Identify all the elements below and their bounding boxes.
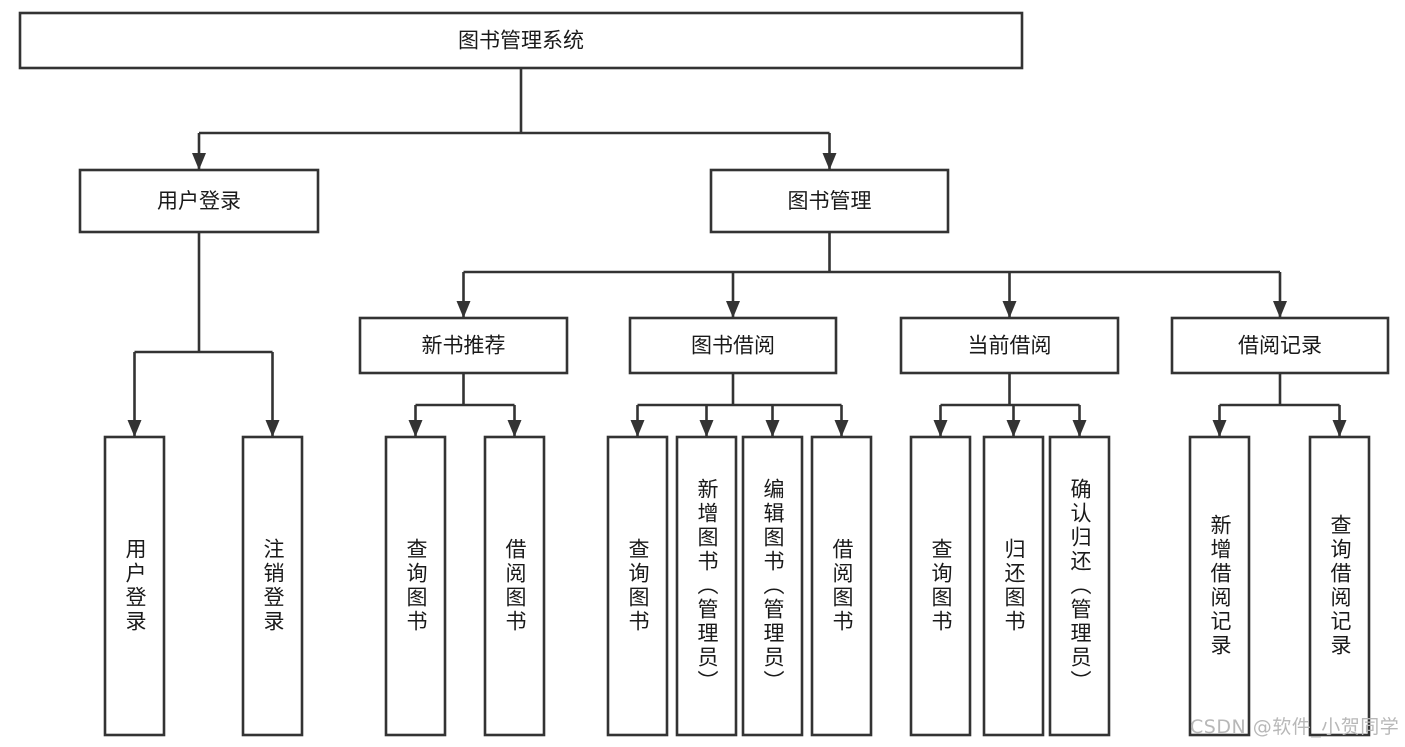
node-label-book-borrow: 图书借阅 [691,334,775,358]
node-box-leaf-query-borrow-record[interactable] [1308,435,1371,737]
csdn-watermark: CSDN @软件_小贺同学 [1190,716,1400,738]
boxes-layer [18,11,1390,737]
arrow-head-leaf-query-book-borrow [630,420,645,437]
node-label-book-management: 图书管理 [788,189,872,213]
arrow-head-borrow-record [1273,301,1287,318]
node-box-current-borrow[interactable] [899,316,1120,375]
node-label-borrow-record: 借阅记录 [1238,334,1322,358]
arrow-head-book-management [822,153,837,170]
node-box-leaf-query-book-borrow[interactable] [606,435,669,737]
node-box-book-borrow[interactable] [628,316,838,375]
arrow-head-leaf-add-book [699,420,714,437]
arrow-head-leaf-user-login [127,420,142,437]
arrow-head-leaf-borrow-book [834,420,849,437]
node-box-user-login[interactable] [78,168,320,234]
arrow-head-leaf-query-book-current [933,420,948,437]
node-label-root: 图书管理系统 [458,29,584,53]
node-box-leaf-add-book[interactable] [675,435,738,737]
arrow-head-leaf-query-borrow-record [1332,420,1347,437]
node-box-leaf-add-borrow-record[interactable] [1188,435,1251,737]
node-box-leaf-confirm-return[interactable] [1048,435,1111,737]
node-label-user-login: 用户登录 [157,189,241,213]
node-box-leaf-edit-book[interactable] [741,435,804,737]
node-label-new-book-recommend: 新书推荐 [422,334,506,358]
node-box-root[interactable] [18,11,1024,70]
node-box-leaf-logout[interactable] [241,435,304,737]
arrow-head-new-book-recommend [456,301,471,318]
node-box-leaf-user-login[interactable] [103,435,166,737]
node-label-current-borrow: 当前借阅 [968,334,1052,358]
node-box-leaf-query-book-current[interactable] [909,435,972,737]
arrow-head-leaf-query-book-recommend [408,420,423,437]
arrow-head-leaf-confirm-return [1072,420,1087,437]
node-box-leaf-return-book[interactable] [982,435,1045,737]
arrow-head-leaf-borrow-book-recommend [507,420,522,437]
node-box-borrow-record[interactable] [1170,316,1390,375]
arrow-head-leaf-add-borrow-record [1212,420,1227,437]
arrow-head-leaf-edit-book [765,420,780,437]
node-box-leaf-borrow-book-recommend[interactable] [483,435,546,737]
node-box-leaf-query-book-recommend[interactable] [384,435,447,737]
arrow-head-leaf-logout [265,420,280,437]
arrow-head-user-login [192,153,206,170]
arrow-head-leaf-return-book [1006,420,1021,437]
arrow-head-book-borrow [726,301,740,318]
connectors-layer [127,68,1347,437]
node-box-leaf-borrow-book[interactable] [810,435,873,737]
node-box-book-management[interactable] [709,168,950,234]
arrow-head-current-borrow [1002,301,1017,318]
node-box-new-book-recommend[interactable] [358,316,569,375]
